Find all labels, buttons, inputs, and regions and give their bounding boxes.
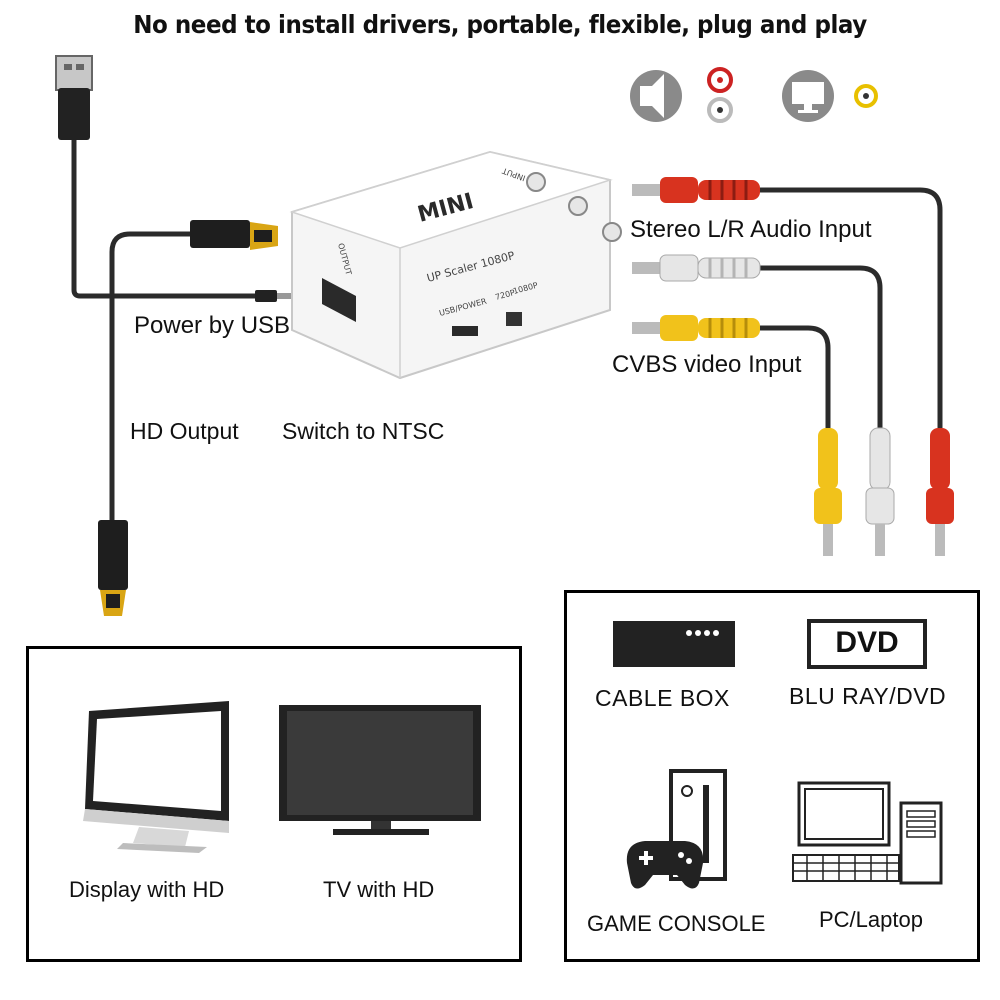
rca-white-bottom-plug <box>865 427 895 556</box>
rca-yellow-bottom-plug <box>814 428 842 556</box>
hdmi-plug-top-icon <box>190 220 278 250</box>
hd-output-label: HD Output <box>130 418 239 444</box>
cable-box-icon <box>613 621 735 667</box>
dvd-badge: DVD <box>835 626 899 659</box>
converter-box: MINI UP Scaler 1080P OUTPUT INPUT USB/PO… <box>289 150 622 380</box>
input-devices-panel: DVD CABLE BOX BLU RAY/DVD GAME CONSOLE P… <box>564 590 980 962</box>
rca-red-bottom-plug <box>926 428 954 556</box>
rca-red-left-plug <box>632 177 760 203</box>
rca-yellow-left-plug <box>632 315 760 341</box>
pc-icon <box>792 781 943 885</box>
usb-plug-icon <box>55 55 93 140</box>
cvbs-label: CVBS video Input <box>612 351 802 378</box>
dvd-icon <box>807 619 927 669</box>
power-label: Power by USB <box>134 312 291 339</box>
connection-diagram: MINI UP Scaler 1080P OUTPUT INPUT USB/PO… <box>55 55 954 616</box>
output-devices-panel: Display with HD TV with HD <box>26 646 522 962</box>
rca-white-left-plug <box>632 254 761 282</box>
tv-icon <box>279 705 481 835</box>
monitor-icon <box>782 70 834 122</box>
input-device-name: GAME CONSOLE <box>587 911 766 936</box>
output-device-name: Display with HD <box>69 877 225 902</box>
hdmi-plug-bottom-icon <box>98 520 128 616</box>
speaker-icon <box>630 70 682 122</box>
headline: No need to install drivers, portable, fl… <box>133 10 867 39</box>
input-device-name: BLU RAY/DVD <box>789 683 947 709</box>
audio-jack-white-icon <box>707 97 733 123</box>
stereo-label: Stereo L/R Audio Input <box>630 216 872 243</box>
input-device-name: PC/Laptop <box>819 907 923 932</box>
switch-label: Switch to NTSC <box>282 418 445 444</box>
input-device-name: CABLE BOX <box>595 685 730 711</box>
display-monitor-icon <box>83 701 229 853</box>
video-jack-yellow-icon <box>854 84 878 108</box>
audio-jack-red-icon <box>707 67 733 93</box>
game-console-icon <box>626 769 727 889</box>
output-device-name: TV with HD <box>323 877 435 902</box>
